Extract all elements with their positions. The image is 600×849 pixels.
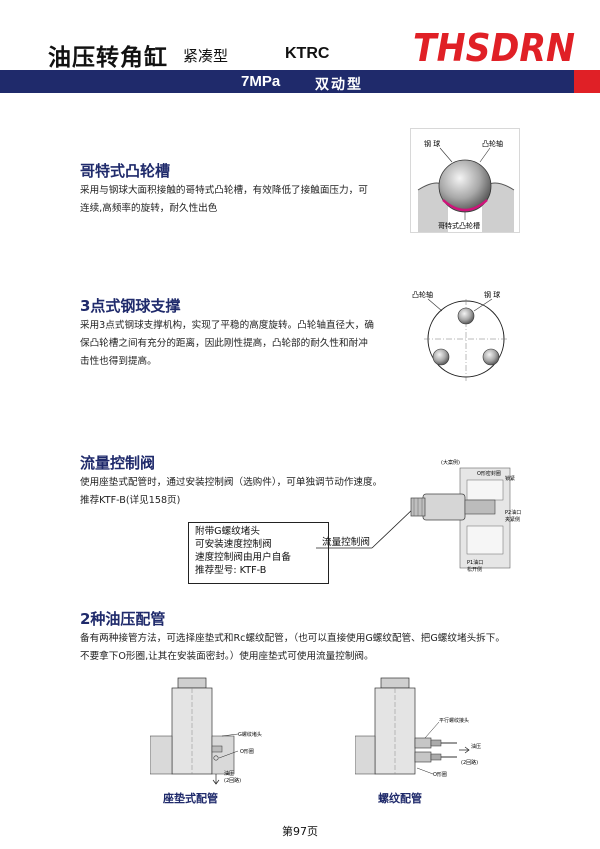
title-band-accent (574, 70, 600, 93)
fixture-left-thread (355, 735, 376, 775)
label-g-plug: G螺纹堵头 (238, 731, 262, 738)
pressure-label: 7MPa (241, 73, 281, 90)
leader-ball (439, 147, 453, 163)
piping-body-line2: 不要拿下O形圈,让其在安装面密封。）使用座垫式可使用流量控制阀。 (80, 651, 374, 662)
o-ring-pad (213, 755, 219, 761)
label-p2: P2油口 (505, 509, 521, 516)
support-body-line2: 保凸轮槽之间有充分的距离，因此刚性提高，凸轮部的耐久性和耐冲 (80, 338, 368, 349)
flow-callout-label: 流量控制阀 (322, 537, 370, 548)
leader-joint (424, 721, 440, 739)
flow-body-line1: 使用座垫式配管时，通过安装控制阀（选购件），可单独调节动作速度。 (80, 477, 383, 488)
label-p2-side: 夹紧侧 (505, 516, 520, 523)
label-oil-circuits-thread: (2回路) (461, 759, 478, 766)
clamp-arm (177, 677, 207, 689)
label-oil-thread: 油压 (471, 743, 481, 750)
callout-line2: 可安装速度控制阀 (195, 539, 272, 550)
leader-support-ball (473, 298, 493, 312)
label-seat: O形密封圈 (477, 470, 501, 477)
cam-body-line2: 连续,高频率的旋转，耐久性出色 (80, 203, 218, 214)
caption-thread-piping: 螺纹配管 (378, 792, 422, 805)
brand-logo: THSDRN (413, 26, 575, 68)
oil-arrow-thread (459, 746, 470, 754)
leader-callout-diagonal (371, 507, 415, 549)
leader-oring (218, 750, 239, 759)
page-number: 第97页 (282, 825, 318, 838)
thread-joint-2 (414, 751, 432, 763)
pad-piping-figure: G螺纹堵头 O形圈 油压 (2回路) (150, 677, 262, 785)
clamp-arm-thread (380, 677, 410, 689)
support-body-line3: 击性也得到提高。 (80, 356, 157, 367)
label-locknut: 锁紧 (505, 475, 515, 482)
fixture-left (150, 735, 173, 775)
action-type-label: 双动型 (315, 77, 363, 93)
valve-body (422, 493, 466, 521)
g-plug (211, 745, 223, 753)
flow-leader-lines (316, 507, 415, 549)
gothic-groove-line (442, 199, 488, 212)
port-block-top (466, 479, 504, 501)
label-thread-joint: 平行螺纹接头 (439, 717, 469, 724)
flow-valve-figure: (大案例) O形密封圈 锁紧 P2油口 夹紧侧 P1油口 松开侧 (410, 459, 521, 573)
fixture-right (211, 735, 235, 775)
leader-support-shaft (427, 298, 443, 312)
cam-groove-figure: 钢 球 凸轮轴 哥特式凸轮槽 (410, 128, 520, 233)
callout-line1: 附带G螺纹堵头 (195, 526, 260, 537)
section-heading-support: 3点式钢球支撑 (80, 297, 181, 315)
leader-shaft (479, 147, 491, 163)
title-band (0, 70, 600, 93)
oil-arrow-pad (212, 774, 220, 785)
section-heading-flow: 流量控制阀 (80, 454, 156, 472)
section-heading-piping: 2种油压配管 (80, 610, 166, 628)
thread-joint-1 (414, 737, 432, 749)
label-oil-circuits-pad: (2回路) (224, 777, 241, 784)
model-code: KTRC (285, 45, 330, 62)
section-heading-cam: 哥特式凸轮槽 (80, 162, 171, 180)
port-block-bottom (466, 525, 504, 555)
thread-piping-figure: 平行螺纹接头 油压 (2回路) O形圈 (355, 677, 481, 778)
callout-line3: 速度控制阀由用户自备 (195, 552, 291, 563)
label-cam-shaft: 凸轮轴 (482, 139, 503, 148)
label-support-shaft: 凸轮轴 (412, 290, 433, 299)
label-steel-ball: 钢 球 (424, 139, 440, 148)
label-big: (大案例) (441, 459, 460, 466)
label-gothic-groove: 哥特式凸轮槽 (438, 221, 480, 230)
piping-body-line1: 备有两种接管方法，可选择座垫式和Rc螺纹配管，（也可以直接使用G螺纹配管、把G螺… (80, 633, 505, 644)
label-o-ring-thread: O形圈 (433, 771, 447, 778)
caption-pad-piping: 座垫式配管 (163, 792, 218, 805)
label-o-ring-pad: O形圈 (240, 748, 254, 755)
support-ball-right (482, 348, 500, 366)
page-title: 油压转角缸 (48, 45, 168, 71)
brand-logo-text: THSDRN (413, 26, 575, 68)
label-p1-side: 松开侧 (467, 566, 482, 573)
callout-line4: 推荐型号: KTF-B (195, 565, 267, 576)
leader-plug (221, 733, 239, 737)
label-p1: P1油口 (467, 559, 483, 566)
label-oil-pad: 油压 (224, 770, 234, 777)
support-ball-top (457, 307, 475, 325)
flow-body-line2: 推荐KTF-B(详见158页) (80, 495, 181, 506)
valve-stem (464, 499, 496, 515)
cam-body-right (482, 183, 514, 232)
flow-callout-box: 附带G螺纹堵头 可安装速度控制阀 速度控制阀由用户自备 推荐型号: KTF-B (188, 522, 329, 584)
thread-joint-1-nut (430, 739, 442, 747)
leader-oring-thread (416, 767, 434, 775)
support-body-line1: 采用3点式钢球支撑机构，实现了平稳的高度旋转。凸轮轴直径大，确 (80, 320, 374, 331)
label-support-ball: 钢 球 (484, 290, 500, 299)
page-subtitle: 紧凑型 (183, 47, 229, 65)
three-point-support-figure: 凸轮轴 钢 球 (412, 290, 508, 381)
support-ball-left (432, 348, 450, 366)
cam-body-line1: 采用与钢球大面积接触的哥特式凸轮槽，有效降低了接触面压力，可 (80, 185, 368, 196)
thread-joint-2-nut (430, 753, 442, 761)
